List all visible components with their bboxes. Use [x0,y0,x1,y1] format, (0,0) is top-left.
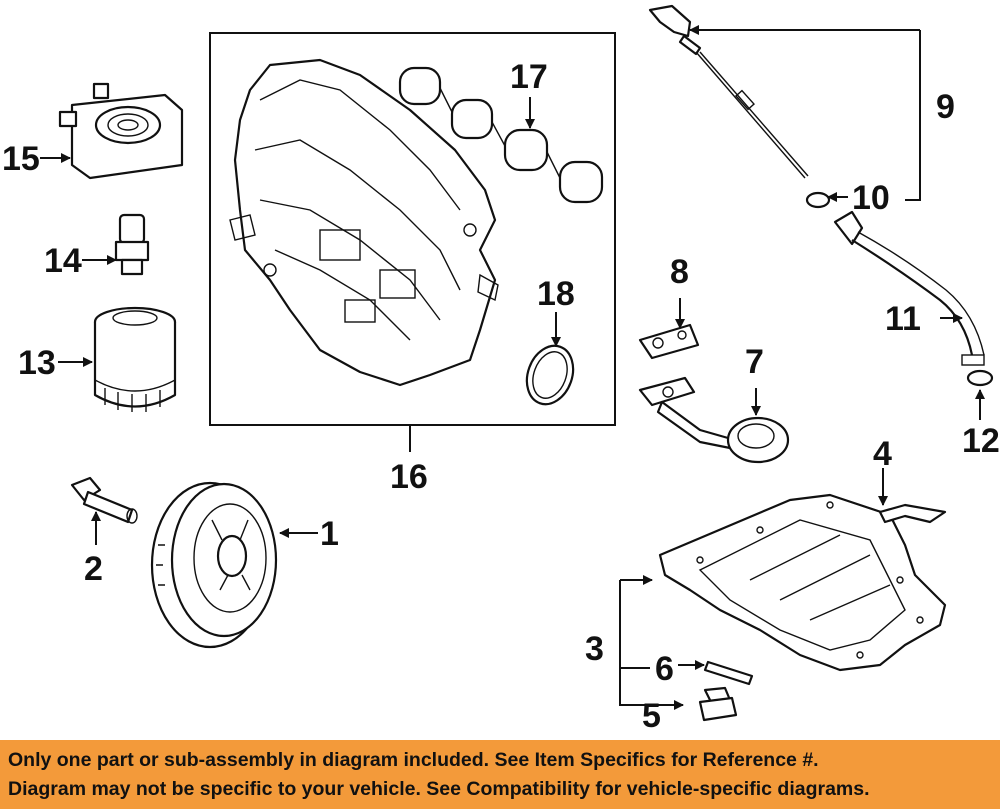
manifold-group-box [209,32,616,426]
callout-4: 4 [873,435,892,473]
callout-14: 14 [44,242,82,280]
pressure-switch-part [114,213,150,276]
oring-part [525,344,575,406]
dipstick-tube-part [833,210,985,366]
bolt-part [70,476,138,524]
callout-15: 15 [2,140,40,178]
callout-1: 1 [320,515,339,553]
disclaimer-line-2: Diagram may not be specific to your vehi… [8,778,870,800]
tube-seal-part [966,369,994,387]
oil-filter-part [93,306,177,412]
intake-manifold-part [229,58,499,387]
parts-diagram: 1 2 3 4 5 6 7 8 9 10 11 12 13 14 15 16 1… [2,4,1000,735]
callout-10: 10 [852,179,890,217]
pump-gasket-part [638,323,700,360]
oil-pickup-part [638,376,790,464]
pan-gasket-part [878,503,947,524]
oil-cooler-part [58,82,184,180]
oil-pan-part [658,493,947,672]
dowel-pin-part [703,660,754,686]
callout-11: 11 [885,300,921,338]
callout-13: 13 [18,344,56,382]
diagram-canvas: 1 2 3 4 5 6 7 8 9 10 11 12 13 14 15 16 1… [2,4,1000,735]
disclaimer-banner: Only one part or sub-assembly in diagram… [0,740,1000,809]
callout-18: 18 [537,275,575,313]
callout-3: 3 [585,630,604,668]
callout-16: 16 [390,458,428,496]
callout-17: 17 [510,58,548,96]
crank-pulley-part [150,481,278,649]
manifold-gasket-part [398,66,604,204]
callout-8: 8 [670,253,689,291]
callout-7: 7 [745,343,764,381]
callout-5: 5 [642,697,661,735]
callout-2: 2 [84,550,103,588]
callout-9: 9 [936,88,955,126]
leader-lines [40,25,985,710]
dipstick-part [648,4,809,179]
dipstick-seal-part [805,191,831,209]
callout-6: 6 [655,650,674,688]
callout-12: 12 [962,422,1000,460]
drain-plug-part [698,686,738,722]
disclaimer-line-1: Only one part or sub-assembly in diagram… [8,749,819,771]
